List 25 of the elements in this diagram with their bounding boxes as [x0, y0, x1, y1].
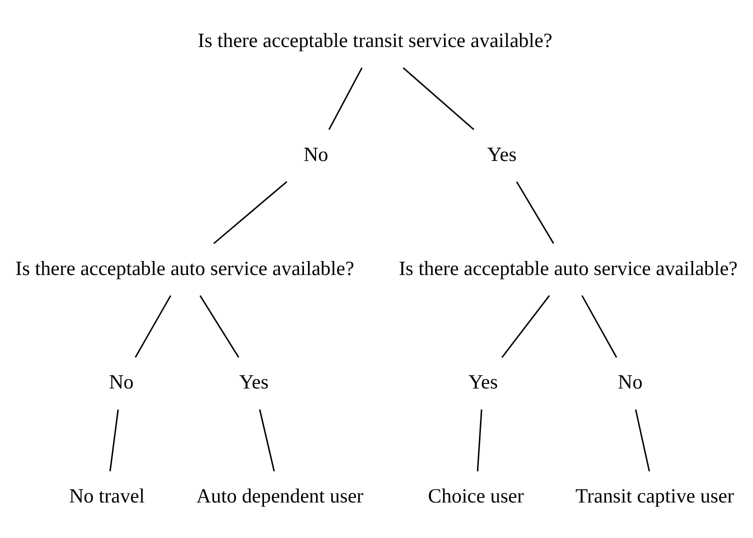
- node-text: Auto dependent user: [196, 485, 364, 508]
- connector: [476, 408, 482, 471]
- connector: [501, 294, 550, 358]
- connector: [213, 180, 288, 244]
- connector: [581, 294, 618, 358]
- node-text: Yes: [239, 371, 269, 394]
- connector: [134, 294, 172, 358]
- node-text: Transit captive user: [576, 485, 734, 508]
- node-text: No: [618, 371, 643, 394]
- connector: [634, 408, 650, 471]
- node-text: No: [304, 143, 328, 166]
- node-text: Yes: [468, 371, 498, 394]
- connector: [516, 180, 554, 244]
- node-text: No: [108, 371, 134, 394]
- connector: [328, 66, 363, 130]
- node-text: Is there acceptable transit service available?: [198, 30, 552, 52]
- connector: [402, 66, 474, 130]
- connector: [200, 294, 240, 358]
- node-text: Is there acceptable auto service available?: [15, 257, 354, 280]
- node-text: Is there acceptable auto service available?: [398, 257, 738, 280]
- connector: [109, 408, 119, 471]
- node-text: No travel: [69, 485, 145, 508]
- connector: [259, 408, 275, 471]
- node-text: Yes: [487, 143, 517, 166]
- node-text: Choice user: [428, 485, 524, 508]
